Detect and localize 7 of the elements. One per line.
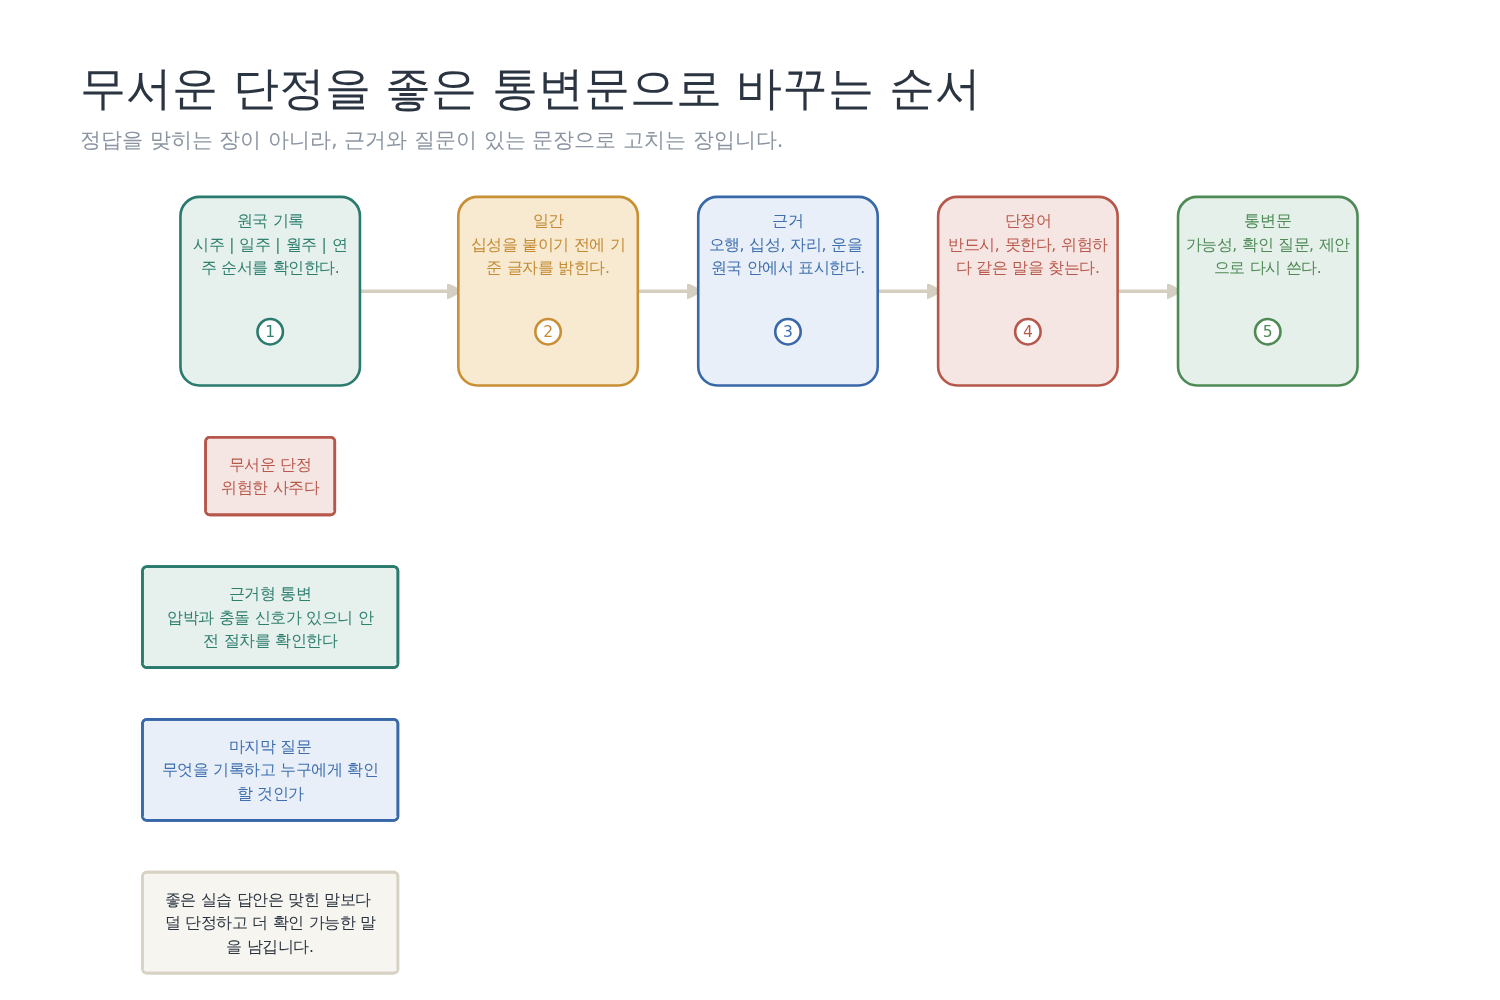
node-circle: 2 (534, 317, 563, 346)
node-circle: 1 (256, 317, 285, 346)
node-circle: 4 (1013, 317, 1042, 346)
node-circle: 5 (1253, 317, 1282, 346)
node-circle: 3 (773, 317, 802, 346)
subtitle-text: 정답을 맞히는 장이 아니라, 근거와 질문이 있는 문장으로 고치는 장입니다. (80, 127, 784, 154)
diagram-title: 무서운 단정을 좋은 통변문으로 바꾸는 순서 (80, 60, 982, 117)
